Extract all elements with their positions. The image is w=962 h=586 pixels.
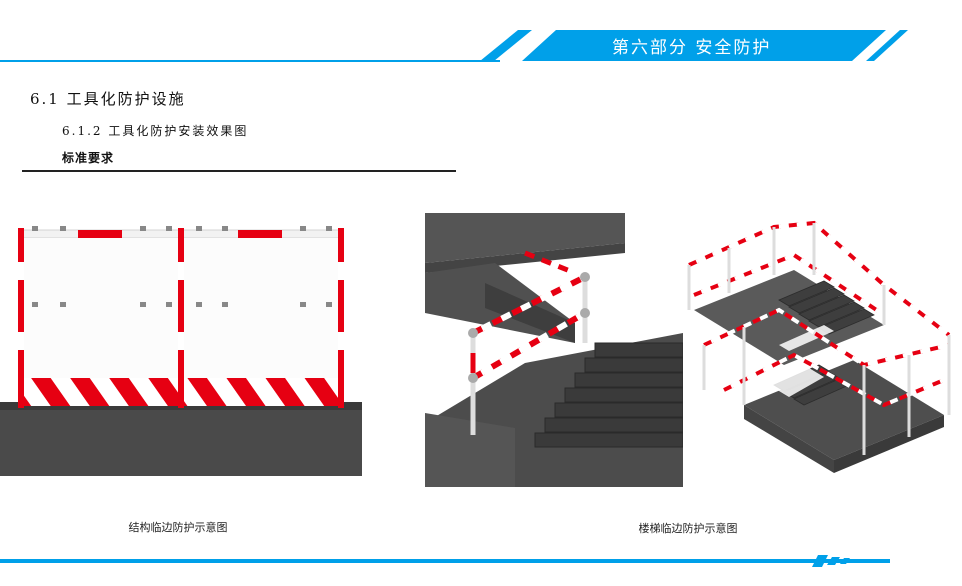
figure-caption-stair: 楼梯临边防护示意图 — [638, 522, 738, 535]
section-subtitle: 6.1.2 工具化防护安装效果图 — [62, 124, 249, 138]
section-divider — [22, 170, 456, 172]
requirement-label: 标准要求 — [62, 151, 115, 165]
header-band — [0, 30, 908, 62]
stair-isometric-guard-image — [687, 220, 951, 473]
footer-band — [0, 555, 890, 567]
structure-edge-guard-image — [0, 226, 362, 476]
stair-handrail-closeup-image — [425, 213, 683, 487]
section-title: 6.1 工具化防护设施 — [30, 90, 186, 108]
header-title: 第六部分 安全防护 — [612, 38, 772, 58]
figure-caption-structure: 结构临边防护示意图 — [128, 521, 228, 534]
